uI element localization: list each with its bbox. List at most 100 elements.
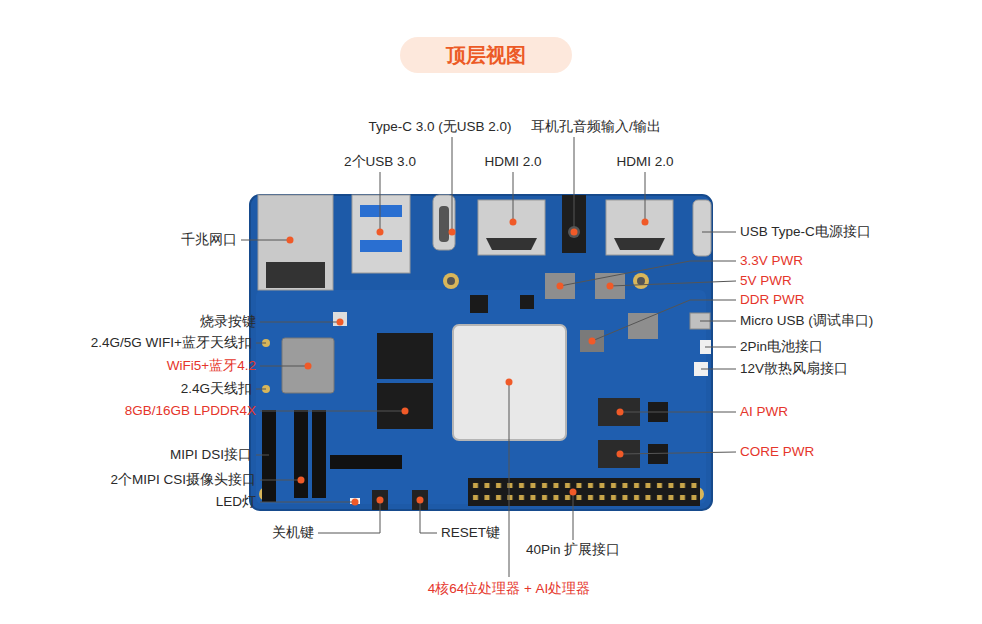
callout-label: MIPI DSI接口: [170, 447, 252, 463]
usb-slot: [360, 240, 402, 252]
leader-dot: [506, 379, 513, 386]
callout-label: 2.4G天线扣: [181, 381, 252, 397]
leader-dot: [337, 319, 344, 326]
callout-label: LED灯: [216, 494, 256, 510]
leader-line: [701, 369, 736, 370]
leader-line: [260, 480, 301, 481]
hdmi-slot: [614, 238, 665, 250]
leader-dot: [298, 477, 305, 484]
leader-line: [702, 232, 736, 233]
leader-line: [610, 281, 736, 286]
leader-dot: [557, 283, 564, 290]
usb-slot: [360, 205, 402, 217]
mount-hole: [447, 277, 455, 285]
leader-dot: [617, 451, 624, 458]
leader-line: [260, 502, 355, 503]
hdmi-port: [478, 200, 545, 255]
gpio-pins: [468, 478, 700, 506]
pcb-shade: [256, 290, 706, 504]
leader-line: [318, 500, 380, 533]
callout-label: DDR PWR: [740, 292, 805, 308]
hdmi-port: [606, 200, 673, 255]
leader-dot: [352, 499, 359, 506]
leader-dot: [417, 497, 424, 504]
mount-hole: [633, 273, 649, 289]
csi-connector: [330, 455, 402, 469]
leader-line: [452, 137, 453, 232]
inductor: [545, 273, 575, 299]
power-typec: [693, 200, 711, 256]
leader-dot: [377, 229, 384, 236]
leader-line: [256, 343, 266, 344]
leader-line: [705, 347, 736, 348]
callout-label: 2个MIPI CSI摄像头接口: [110, 472, 256, 488]
mount-hole: [637, 277, 645, 285]
callout-label: AI PWR: [740, 404, 788, 420]
diagram-title: 顶层视图: [446, 43, 526, 67]
callout-label: 8GB/16GB LPDDR4X: [125, 403, 256, 419]
callout-label: 2个USB 3.0: [344, 154, 416, 170]
callout-label: HDMI 2.0: [484, 154, 541, 170]
leader-dot: [449, 229, 456, 236]
pcb: [250, 195, 712, 510]
leader-line: [260, 411, 405, 412]
leader-line: [645, 172, 646, 222]
mipi-csi: [312, 410, 326, 498]
ic: [470, 295, 488, 313]
callout-label: Type-C 3.0 (无USB 2.0): [368, 119, 511, 135]
callout-label: HDMI 2.0: [616, 154, 673, 170]
leader-line: [241, 240, 290, 241]
leader-line: [560, 261, 736, 286]
leader-dot: [617, 409, 624, 416]
leader-dots: [287, 219, 649, 506]
leader-dot: [402, 408, 409, 415]
leader-dot: [377, 497, 384, 504]
leader-dot: [305, 363, 312, 370]
ic: [520, 295, 534, 309]
leader-line: [592, 300, 736, 341]
inductor: [580, 330, 604, 352]
mount-hole: [443, 273, 459, 289]
callout-label: 2Pin电池接口: [740, 339, 823, 355]
leader-line: [420, 500, 437, 533]
callout-label: 关机键: [272, 525, 314, 541]
leader-dot: [570, 489, 577, 496]
leader-dot: [642, 219, 649, 226]
callout-label: 烧录按键: [200, 314, 256, 330]
leader-dot: [287, 237, 294, 244]
usb-port: [352, 195, 410, 273]
ram-chip: [377, 383, 433, 429]
leader-line: [256, 455, 269, 456]
leader-dot: [571, 229, 578, 236]
leader-line: [260, 322, 340, 323]
callout-label: CORE PWR: [740, 444, 814, 460]
leader-line: [256, 389, 266, 390]
callout-label: RESET键: [441, 525, 500, 541]
leader-line: [260, 366, 308, 367]
typec-slot: [439, 206, 449, 242]
ethernet-jack: [258, 195, 333, 290]
mipi-csi: [294, 410, 308, 498]
leader-line: [574, 137, 575, 232]
callout-label: WiFi5+蓝牙4.2: [167, 358, 256, 374]
leader-dot: [510, 219, 517, 226]
callout-label: 2.4G/5G WIFI+蓝牙天线扣: [91, 335, 252, 351]
callout-label: 千兆网口: [181, 232, 237, 248]
ic: [648, 444, 668, 464]
leader-lines: [241, 137, 736, 577]
title-pill: [400, 37, 572, 73]
ram-chip: [377, 333, 433, 379]
inductor: [628, 313, 658, 339]
leader-dot: [607, 283, 614, 290]
callout-label: 5V PWR: [740, 273, 792, 289]
leader-line: [509, 382, 510, 577]
callout-label: 12V散热风扇接口: [740, 361, 848, 377]
callout-label: 4核64位处理器 + AI处理器: [428, 581, 591, 597]
ethernet-base: [266, 262, 325, 288]
callout-label: 40Pin 扩展接口: [526, 542, 620, 558]
mipi-dsi: [262, 410, 276, 502]
leader-line: [380, 172, 381, 232]
leader-line: [620, 452, 736, 454]
hdmi-slot: [486, 238, 537, 250]
